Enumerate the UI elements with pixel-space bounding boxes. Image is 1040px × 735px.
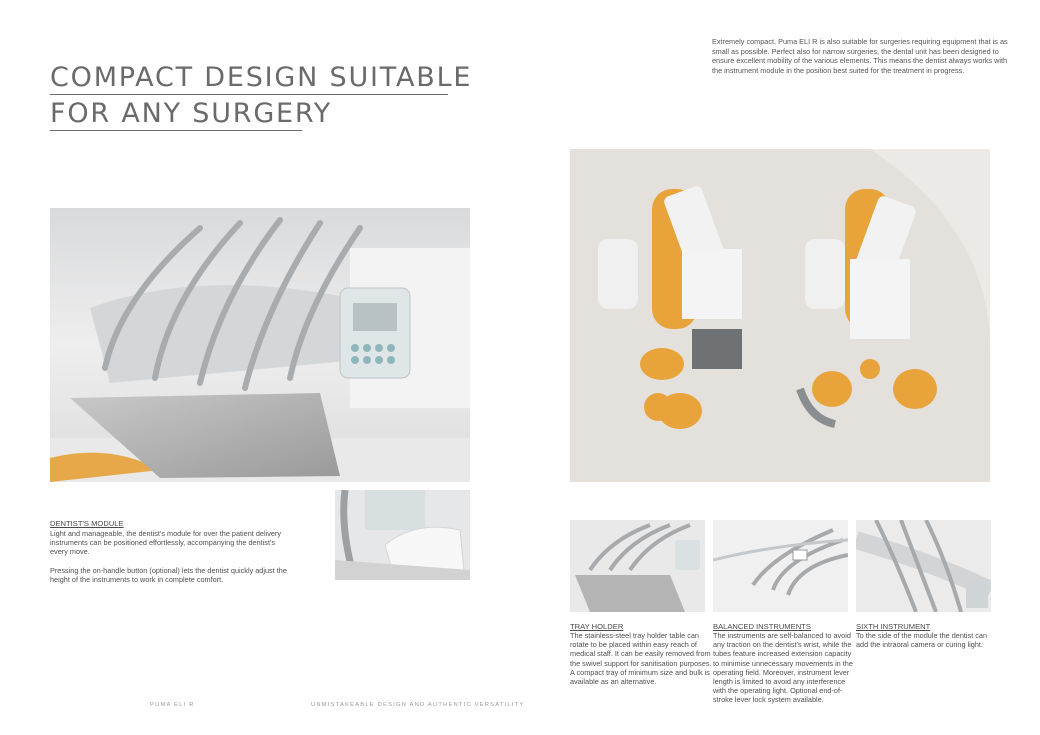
page-title-line1: COMPACT DESIGN SUITABLE — [50, 62, 473, 93]
dentists-module-caption: DENTIST'S MODULE Light and manageable, t… — [50, 519, 290, 584]
tray-holder-caption: TRAY HOLDER The stainless-steel tray hol… — [570, 622, 712, 686]
tray-holder-text: The stainless-steel tray holder table ca… — [570, 631, 712, 687]
dentists-module-para2: Pressing the on-handle button (optional)… — [50, 565, 287, 584]
balanced-instruments-photo — [713, 520, 848, 612]
balanced-instruments-text: The instruments are self-balanced to avo… — [713, 631, 853, 705]
page-title-line2: FOR ANY SURGERY — [50, 98, 333, 129]
tray-holder-photo — [570, 520, 705, 612]
dentists-module-title: DENTIST'S MODULE — [50, 519, 124, 528]
tray-holder-title: TRAY HOLDER — [570, 622, 624, 631]
handle-button-photo — [335, 490, 470, 580]
title-underline-2 — [50, 130, 302, 131]
footer-left: PUMA ELI R — [150, 702, 195, 708]
sixth-instrument-caption: SIXTH INSTRUMENT To the side of the modu… — [856, 622, 996, 649]
sixth-instrument-title: SIXTH INSTRUMENT — [856, 622, 931, 631]
sixth-instrument-text: To the side of the module the dentist ca… — [856, 631, 988, 650]
balanced-instruments-caption: BALANCED INSTRUMENTS The instruments are… — [713, 622, 855, 705]
dentist-module-photo — [50, 208, 470, 482]
top-view-units-photo — [570, 149, 990, 482]
balanced-instruments-title: BALANCED INSTRUMENTS — [713, 622, 811, 631]
intro-paragraph: Extremely compact, Puma ELI R is also su… — [712, 37, 1008, 75]
title-underline-1 — [50, 94, 448, 95]
dentists-module-para1: Light and manageable, the dentist's modu… — [50, 529, 281, 557]
sixth-instrument-photo — [856, 520, 991, 612]
footer-center: UNMISTAKEABLE DESIGN AND AUTHENTIC VERSA… — [311, 702, 525, 708]
